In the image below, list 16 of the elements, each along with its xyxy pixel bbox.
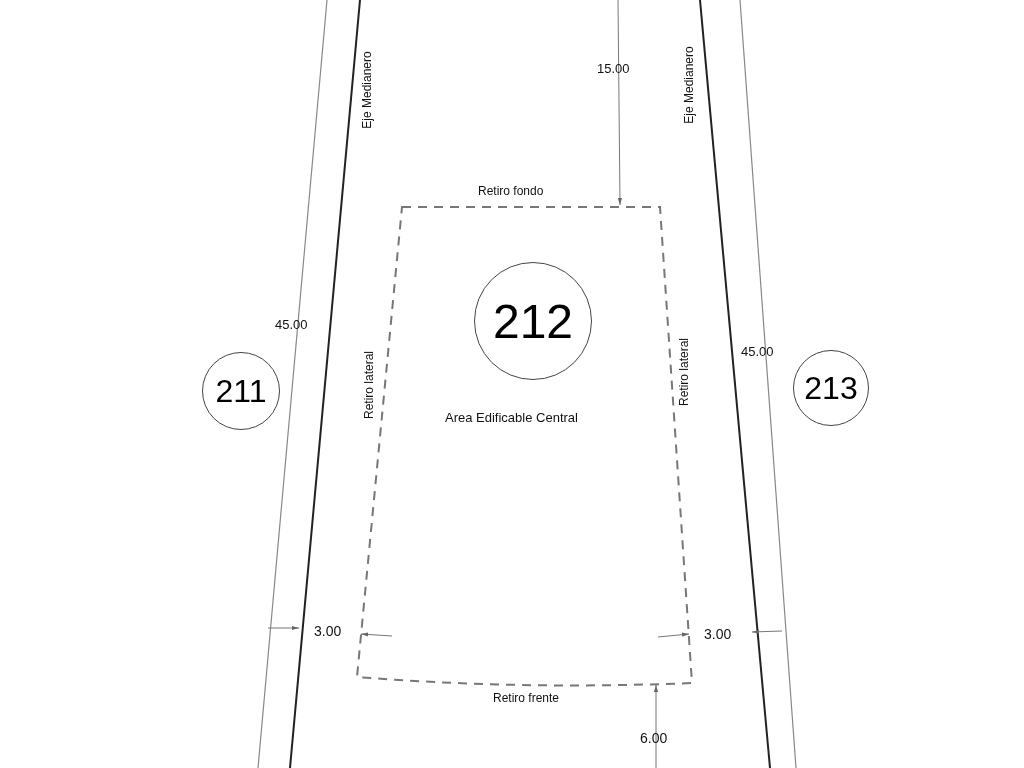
setback-label: Retiro lateral bbox=[363, 351, 375, 419]
dimension-label: 3.00 bbox=[704, 627, 732, 641]
setback-label: Retiro fondo bbox=[478, 185, 544, 197]
dimension-label: 3.00 bbox=[314, 624, 342, 638]
axis-label: Eje Medianero bbox=[682, 46, 695, 124]
dimension-label: 6.00 bbox=[640, 731, 668, 745]
dimension-label: 15.00 bbox=[597, 62, 630, 75]
setback-label: Retiro frente bbox=[493, 692, 560, 704]
dimension-label: 45.00 bbox=[275, 318, 308, 331]
area-label: Area Edificable Central bbox=[445, 411, 578, 424]
setback-label: Retiro lateral bbox=[678, 338, 690, 406]
dimension-label: 45.00 bbox=[741, 345, 774, 358]
axis-label: Eje Medianero bbox=[360, 51, 373, 129]
lot-number-circle: 212 bbox=[474, 262, 592, 380]
lot-number-circle: 211 bbox=[202, 352, 280, 430]
lot-number-circle: 213 bbox=[793, 350, 869, 426]
